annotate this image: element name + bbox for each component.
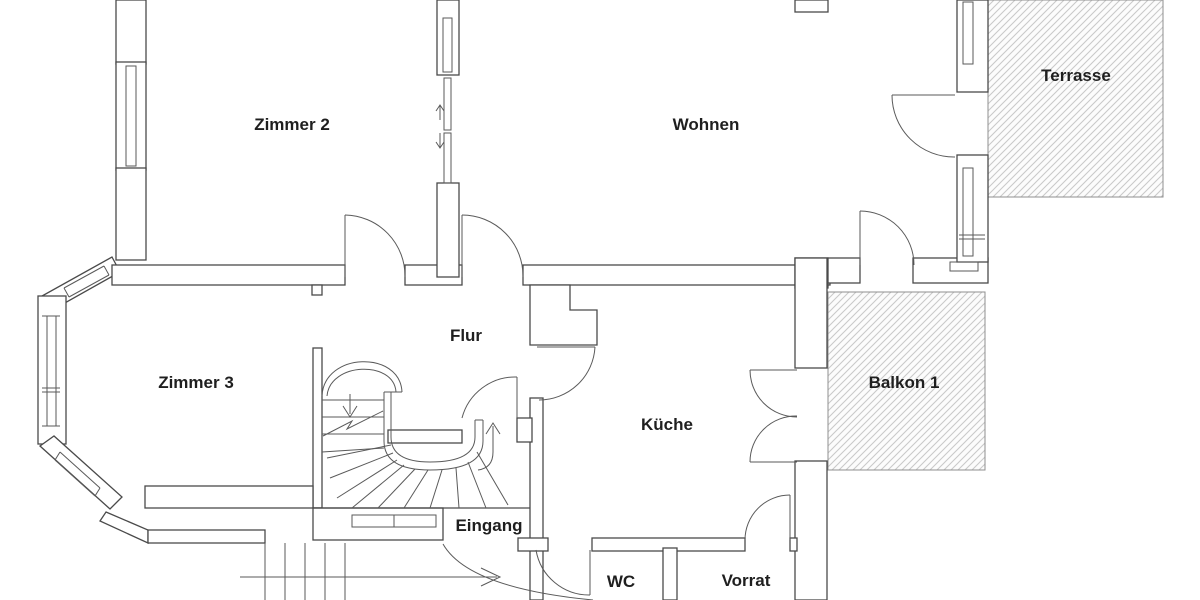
- room-label-wohnen: Wohnen: [673, 115, 740, 134]
- door-balkon-wohnen: [859, 210, 915, 266]
- window-eingang-front: [351, 514, 437, 528]
- room-label-eingang: Eingang: [455, 516, 522, 535]
- terrasse-hatch-area: [987, 0, 1164, 198]
- room-label-zimmer2: Zimmer 2: [254, 115, 330, 134]
- window-divider-top: [442, 17, 453, 73]
- stair-up-arrow: [477, 422, 501, 471]
- room-label-zimmer3: Zimmer 3: [158, 373, 234, 392]
- door-flur-eingang: [461, 376, 518, 419]
- stair-down-arrow: [342, 394, 358, 418]
- room-label-terrasse: Terrasse: [1041, 66, 1111, 85]
- door-terrasse: [891, 94, 956, 158]
- door-zimmer2: [344, 214, 406, 278]
- door-vorrat: [744, 494, 791, 541]
- sliding-door-zimmer2-wohnen: [435, 77, 452, 184]
- room-label-flur: Flur: [450, 326, 482, 345]
- staircase: [321, 361, 509, 509]
- door-kueche: [537, 346, 596, 401]
- room-label-wc: WC: [607, 572, 635, 591]
- exterior-stairs: [240, 543, 502, 600]
- walls: [37, 0, 989, 600]
- window-wohnen-south: [949, 261, 979, 272]
- room-label-kueche: Küche: [641, 415, 693, 434]
- door-wohnen-flur: [461, 214, 524, 278]
- window-zimmer2-left: [125, 65, 137, 167]
- window-bay-lower: [54, 451, 101, 497]
- window-wohnen-right-top: [962, 1, 974, 65]
- room-labels: Zimmer 2 Wohnen Terrasse Zimmer 3 Flur K…: [158, 66, 1111, 591]
- entry-direction-arrow: [240, 567, 502, 587]
- room-label-vorrat: Vorrat: [722, 571, 771, 590]
- windows: [42, 1, 985, 528]
- room-label-balkon1: Balkon 1: [869, 373, 940, 392]
- balkon-hatch-area: [827, 291, 986, 471]
- balcony-french-door-kueche: [749, 369, 798, 463]
- window-bay-left: [42, 315, 60, 427]
- window-wohnen-right-bottom: [959, 167, 985, 257]
- window-bay-upper: [63, 265, 110, 298]
- door-wc: [535, 549, 591, 596]
- sliding-door-arrows: [435, 104, 445, 149]
- doors: [344, 77, 956, 600]
